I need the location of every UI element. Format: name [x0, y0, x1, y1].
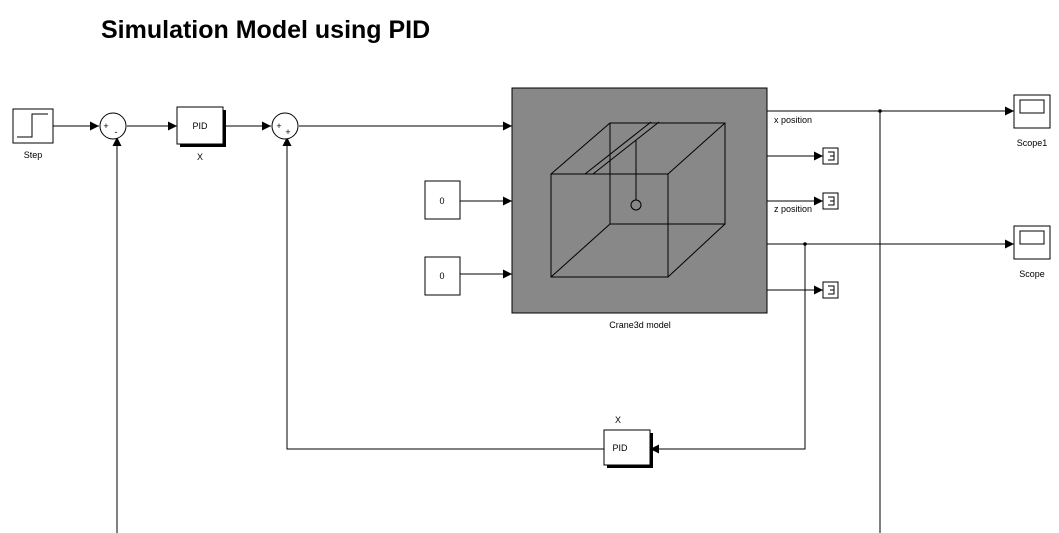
scope1-label: Scope1 [1017, 138, 1048, 148]
output-label-x-position: x position [774, 115, 812, 125]
branch-point-out4 [803, 242, 807, 246]
pid1-label: X [197, 152, 203, 162]
crane-3d-cube-icon [550, 121, 726, 278]
crane3d-model-block[interactable]: Crane3d model [511, 87, 768, 330]
pid2-text: PID [612, 443, 628, 453]
pid2-block[interactable]: PID X [603, 415, 653, 468]
wire-pid2-to-sum2[interactable] [282, 137, 604, 450]
sum2-sign-2: + [285, 127, 290, 137]
constant-2-value: 0 [439, 271, 444, 281]
scope-label: Scope [1019, 269, 1045, 279]
sum1-sign-2: - [115, 127, 118, 137]
scope-block[interactable]: Scope [1013, 225, 1051, 279]
sum2-sign-1: + [276, 121, 281, 131]
branch-point-x [878, 109, 882, 113]
signal-wires [53, 106, 1014, 533]
terminator-block-2[interactable] [822, 192, 839, 210]
step-function-icon [17, 113, 48, 138]
diagram-title: Simulation Model using PID [101, 16, 431, 44]
sum1-sign-1: + [103, 121, 108, 131]
terminator-block-3[interactable] [822, 281, 839, 299]
terminator-icon [828, 285, 835, 295]
scope1-block[interactable]: Scope1 [1013, 94, 1051, 148]
scope-screen-icon [1019, 99, 1045, 114]
terminator-icon [828, 196, 835, 206]
terminator-block-1[interactable] [822, 147, 839, 165]
crane3d-model-label: Crane3d model [609, 320, 671, 330]
terminator-icon [828, 151, 835, 161]
step-block[interactable]: Step [12, 108, 54, 160]
constant-block-1[interactable]: 0 [424, 180, 461, 220]
wire-feedback-to-pid2[interactable] [650, 244, 806, 454]
sum2-block[interactable]: + + [271, 112, 299, 140]
pid1-text: PID [192, 121, 208, 131]
output-label-z-position: z position [774, 204, 812, 214]
scope-screen-icon [1019, 230, 1045, 245]
sum1-block[interactable]: + - [99, 112, 127, 140]
step-label: Step [24, 150, 43, 160]
constant-block-2[interactable]: 0 [424, 256, 461, 296]
pid1-block[interactable]: PID X [176, 106, 226, 162]
constant-1-value: 0 [439, 196, 444, 206]
pid2-label: X [615, 415, 621, 425]
